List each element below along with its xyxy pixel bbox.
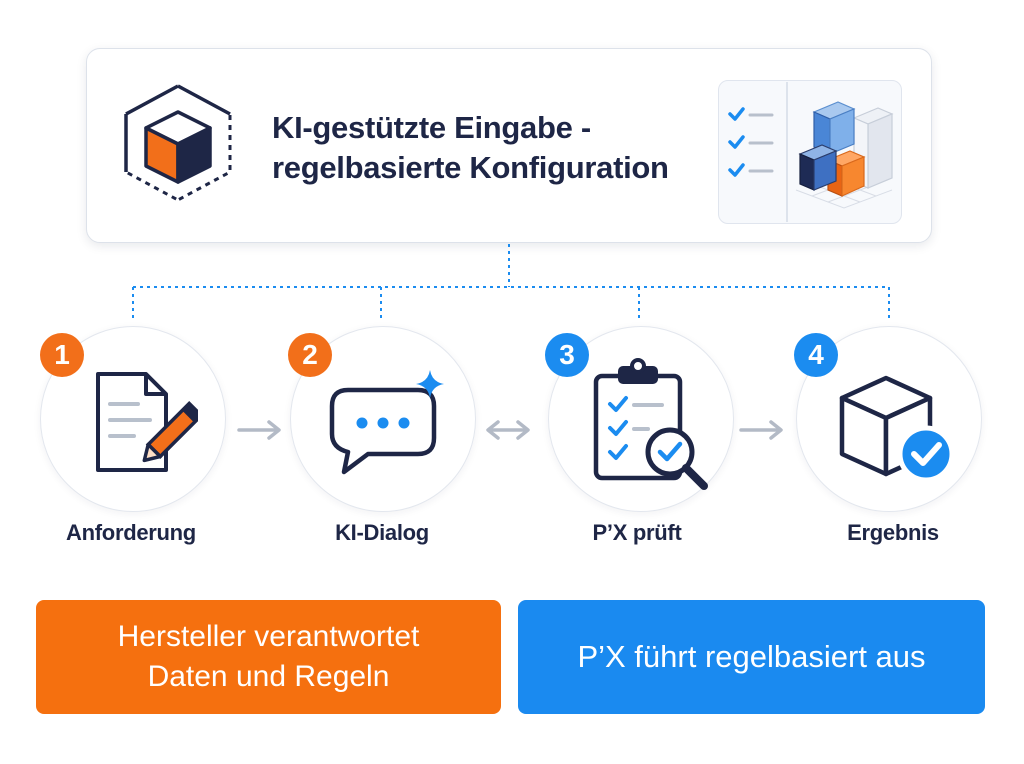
title-line-1: KI-gestützte Eingabe - xyxy=(272,110,591,145)
page-title: KI-gestützte Eingabe - regelbasierte Kon… xyxy=(272,108,712,188)
step-3-label: P’X prüft xyxy=(592,520,682,545)
configured-boxes-icon xyxy=(795,101,894,209)
manufacturer-line-1: Hersteller verantwortet xyxy=(117,620,420,653)
cube-icon xyxy=(124,84,232,202)
step-1-badge: 1 xyxy=(40,333,84,377)
checklist-icon xyxy=(728,107,774,177)
arrow-bidirectional xyxy=(486,420,530,440)
step-2-badge: 2 xyxy=(288,333,332,377)
cube-check-icon xyxy=(839,375,955,483)
arrow-right-1 xyxy=(237,420,281,440)
config-preview-divider xyxy=(786,82,788,222)
step-4-label: Ergebnis xyxy=(847,520,939,545)
step-3-badge: 3 xyxy=(545,333,589,377)
clipboard-magnifier-icon xyxy=(593,358,708,490)
px-execution-text: P’X führt regelbasiert aus xyxy=(577,639,926,674)
title-line-2: regelbasierte Konfiguration xyxy=(272,150,669,185)
chat-sparkle-icon xyxy=(329,370,444,475)
document-pencil-icon xyxy=(96,372,198,472)
step-2-label: KI-Dialog xyxy=(335,520,429,545)
arrow-right-2 xyxy=(739,420,783,440)
manufacturer-responsibility-box: Hersteller verantwortet Daten und Regeln xyxy=(36,600,501,714)
px-execution-box: P’X führt regelbasiert aus xyxy=(518,600,985,714)
step-4-badge: 4 xyxy=(794,333,838,377)
manufacturer-line-2: Daten und Regeln xyxy=(147,660,390,693)
step-1-label: Anforderung xyxy=(66,520,196,545)
